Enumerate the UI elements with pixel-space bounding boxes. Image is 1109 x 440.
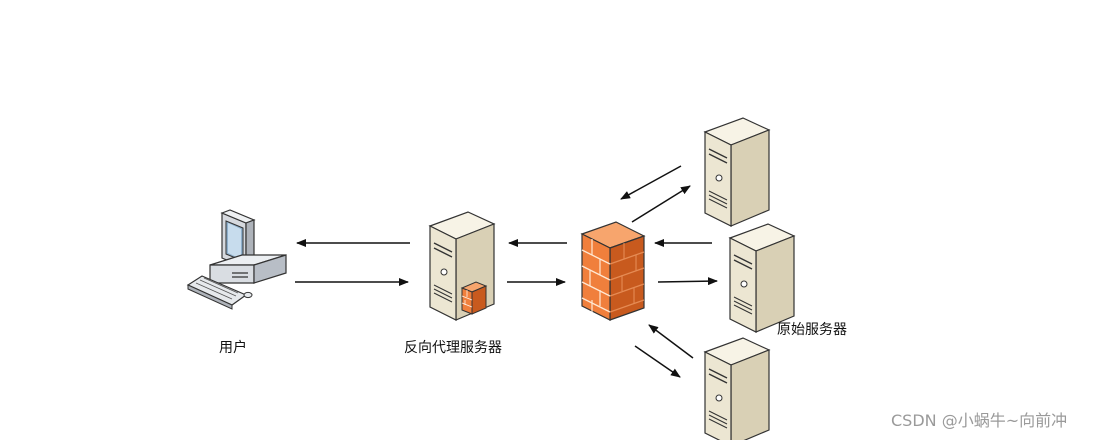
origin-server-icon-top — [704, 117, 770, 227]
arrow-firewall-to-top-server — [631, 185, 691, 223]
proxy-server-icon — [429, 211, 495, 321]
reverse-proxy-label: 反向代理服务器 — [404, 340, 502, 356]
arrow-firewall-to-middle-server — [657, 277, 718, 286]
origin-servers-label: 原始服务器 — [777, 322, 847, 338]
firewall-icon — [580, 221, 646, 321]
watermark: CSDN @小蜗牛~向前冲 — [891, 411, 1068, 430]
user-label: 用户 — [219, 340, 247, 356]
arrow-top-server-to-firewall — [620, 165, 682, 200]
origin-server-icon-bottom — [704, 337, 770, 440]
origin-server-icon-middle — [729, 223, 795, 333]
arrow-bottom-server-to-firewall — [648, 324, 694, 359]
arrow-firewall-to-bottom-server — [634, 345, 681, 378]
computer-icon — [186, 209, 287, 310]
